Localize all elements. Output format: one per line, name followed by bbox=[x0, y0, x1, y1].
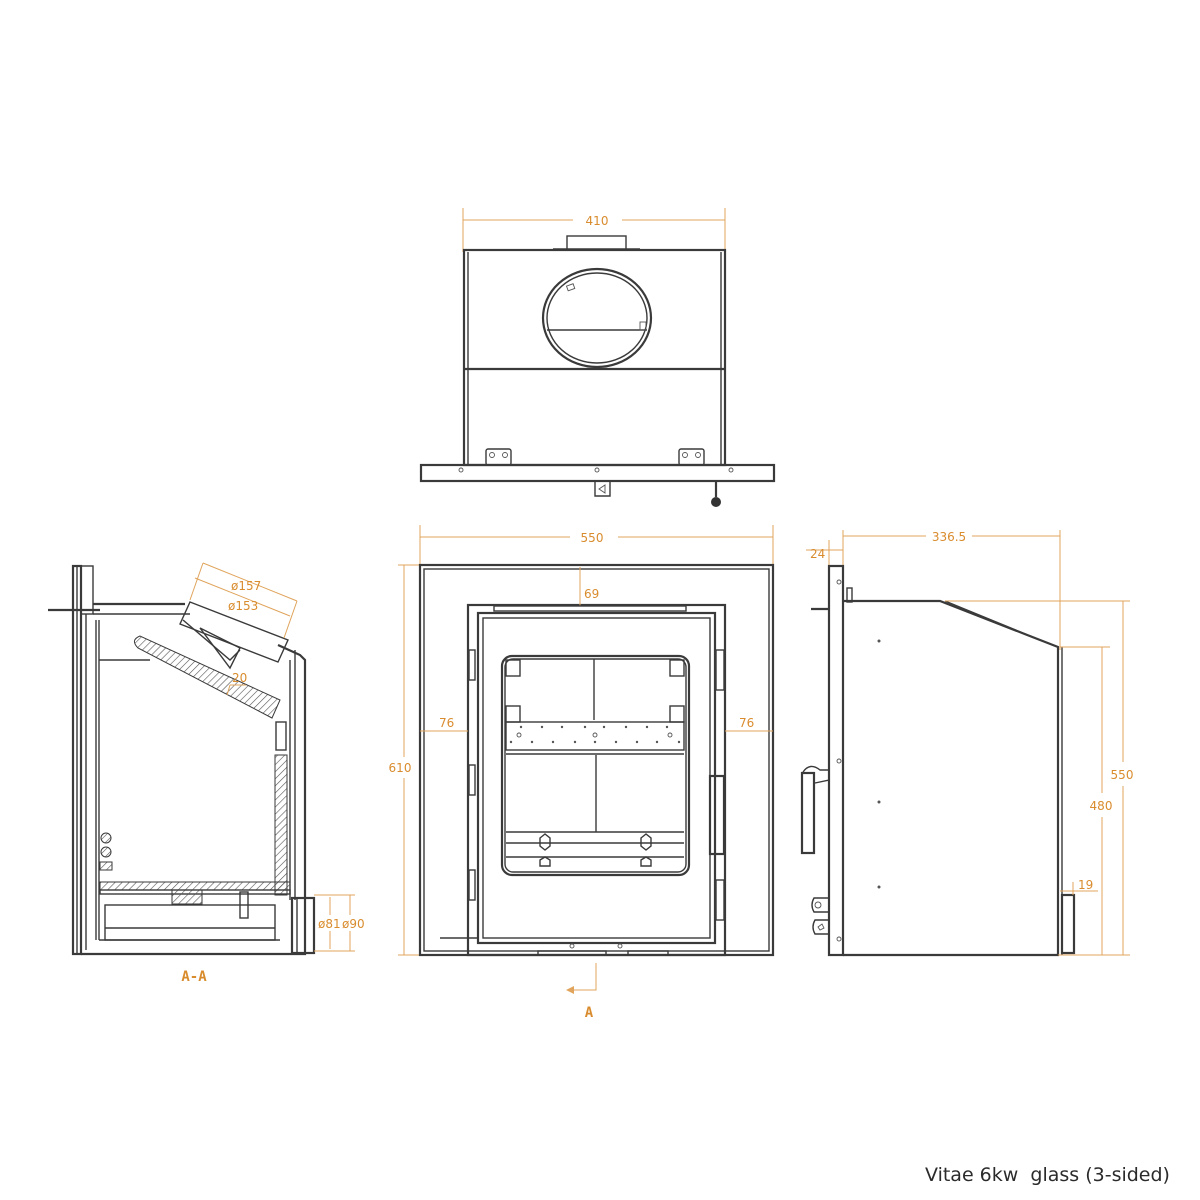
section-arrow: A bbox=[566, 963, 597, 1021]
dim-top-width: 410 bbox=[462, 208, 726, 252]
dim-label: 610 bbox=[389, 761, 412, 775]
top-view: 410 bbox=[419, 208, 776, 507]
section-view: ø157 ø153 20 ø81 ø90 A-A bbox=[48, 562, 365, 985]
dim-label: ø153 bbox=[228, 599, 258, 613]
drawing-caption: Vitae 6kw glass (3-sided) bbox=[925, 1164, 1170, 1186]
front-view: 550 610 69 bbox=[389, 525, 775, 1021]
dim-label: 19 bbox=[1078, 878, 1093, 892]
air-slide-holes bbox=[509, 725, 681, 744]
dim-label: 480 bbox=[1090, 799, 1113, 813]
dim-label: 69 bbox=[584, 587, 599, 601]
dim-label: 76 bbox=[739, 716, 754, 730]
section-label: A-A bbox=[181, 969, 207, 985]
flue-collar-section bbox=[179, 601, 289, 670]
dim-flue-diameters: ø157 ø153 bbox=[189, 562, 298, 639]
dim-front-width: 550 bbox=[419, 525, 774, 565]
dim-baffle-thickness: 20 bbox=[226, 671, 247, 696]
section-marker: A bbox=[585, 1005, 594, 1021]
door-glass bbox=[500, 654, 691, 877]
dim-body-depth: 336.5 bbox=[842, 530, 1061, 650]
dim-label: 410 bbox=[586, 214, 609, 228]
dim-label: ø90 bbox=[342, 917, 365, 931]
dim-label: 20 bbox=[232, 671, 247, 685]
dim-label: ø157 bbox=[231, 579, 261, 593]
dim-front-height: 610 bbox=[389, 564, 420, 956]
dim-label: 336.5 bbox=[932, 530, 966, 544]
dim-frame-depth: 24 bbox=[806, 540, 843, 566]
dim-label: 550 bbox=[1111, 768, 1134, 782]
dim-side-heights: 550 480 19 bbox=[945, 600, 1134, 956]
flue-outlet-circle bbox=[541, 267, 653, 369]
dim-air-inlet: ø81 ø90 bbox=[314, 894, 365, 952]
dim-label: 76 bbox=[439, 716, 454, 730]
dim-label: 550 bbox=[581, 531, 604, 545]
side-view: 24 336.5 bbox=[800, 530, 1134, 957]
dim-label: ø81 bbox=[318, 917, 341, 931]
dim-label: 24 bbox=[810, 547, 825, 561]
dim-side-margins: 76 76 bbox=[420, 716, 773, 732]
